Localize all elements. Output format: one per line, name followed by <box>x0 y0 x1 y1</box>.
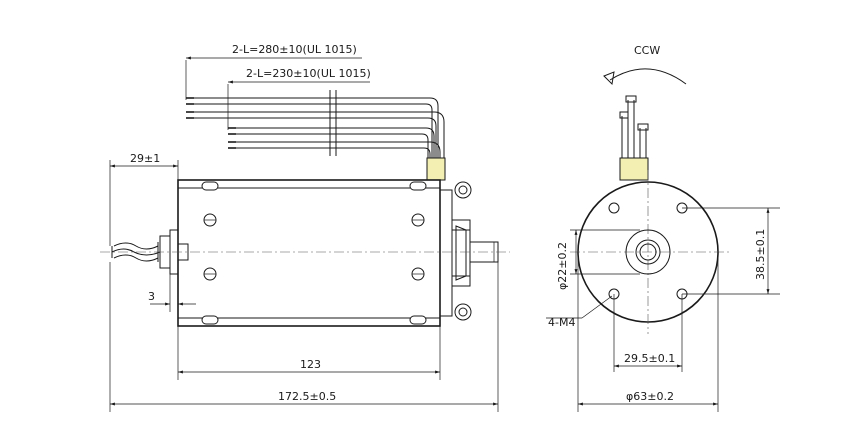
hole-spacing-h-label: 29.5±0.1 <box>624 352 675 365</box>
body-slot <box>201 181 219 191</box>
body-dia-label: φ63±0.2 <box>626 390 674 403</box>
overall-length-label: 172.5±0.5 <box>278 390 336 403</box>
rotation-label: CCW <box>634 44 660 57</box>
end-view: CCW φ <box>546 44 780 412</box>
shaft-ext-label: 29±1 <box>130 152 160 165</box>
hole-spacing-v-label: 38.5±0.1 <box>754 229 767 280</box>
lead-short-label: 2-L=230±10(UL 1015) <box>246 67 371 80</box>
lead-long-label: 2-L=280±10(UL 1015) <box>232 43 357 56</box>
pilot-dia-label: φ22±0.2 <box>556 242 569 290</box>
body-slot <box>201 315 219 325</box>
pilot-hub <box>625 229 671 275</box>
side-view: 2-L=280±10(UL 1015) 2-L=230±10(UL 1015) … <box>100 43 510 412</box>
wire-sleeve <box>619 157 649 181</box>
body-screws <box>203 213 425 281</box>
body-slot <box>409 315 427 325</box>
flange-step-label: 3 <box>148 290 155 303</box>
body-slot <box>409 181 427 191</box>
lead-wires <box>186 90 446 181</box>
end-view-wires <box>619 95 649 181</box>
end-cap <box>439 181 499 321</box>
rotation-arrow <box>609 68 687 85</box>
mount-holes-label: 4-M4 <box>548 316 575 329</box>
body-length-label: 123 <box>300 358 321 371</box>
motor-body <box>177 179 441 327</box>
wire-sleeve <box>426 157 446 181</box>
